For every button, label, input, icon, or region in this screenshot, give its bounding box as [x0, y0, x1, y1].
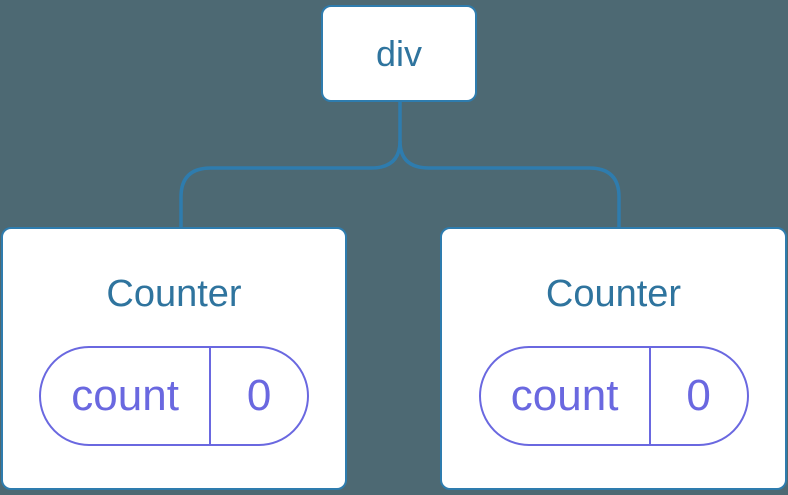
counter-card-left: Counter count 0 — [1, 227, 347, 490]
state-key: count — [41, 348, 212, 444]
counter-card-right: Counter count 0 — [440, 227, 787, 490]
tree-node-div: div — [321, 5, 477, 102]
state-pill: count 0 — [478, 346, 749, 446]
state-pill: count 0 — [39, 346, 309, 446]
connector-right-branch — [398, 140, 621, 229]
state-key: count — [481, 348, 651, 444]
root-node-label: div — [375, 32, 423, 74]
state-value: 0 — [246, 371, 272, 420]
connector-left-branch — [179, 101, 402, 229]
component-name: Counter — [106, 273, 242, 315]
state-value: 0 — [686, 371, 711, 420]
component-name: Counter — [545, 273, 682, 315]
